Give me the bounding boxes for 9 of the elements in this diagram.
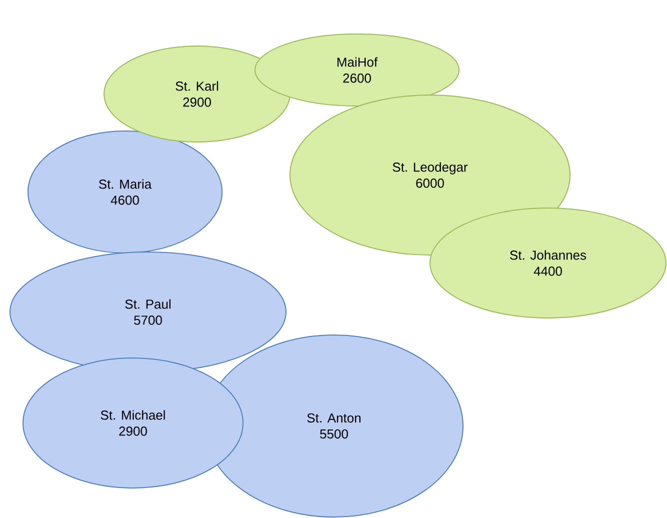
node-label: St. Anton [307,413,360,423]
ellipse-node: MaiHof 2600 [254,34,460,106]
node-label: 5500 [320,429,348,439]
ellipse-node: St. Michael 2900 [22,358,244,488]
ellipse-node: St. Karl 2900 [104,46,290,142]
ellipse-node: St. Johannes 4400 [430,208,666,318]
ellipse-node: St. Maria 4600 [28,130,222,254]
ellipse-node: St. Anton 5500 [204,334,464,518]
ellipse-node: St. Paul 5700 [10,252,286,372]
